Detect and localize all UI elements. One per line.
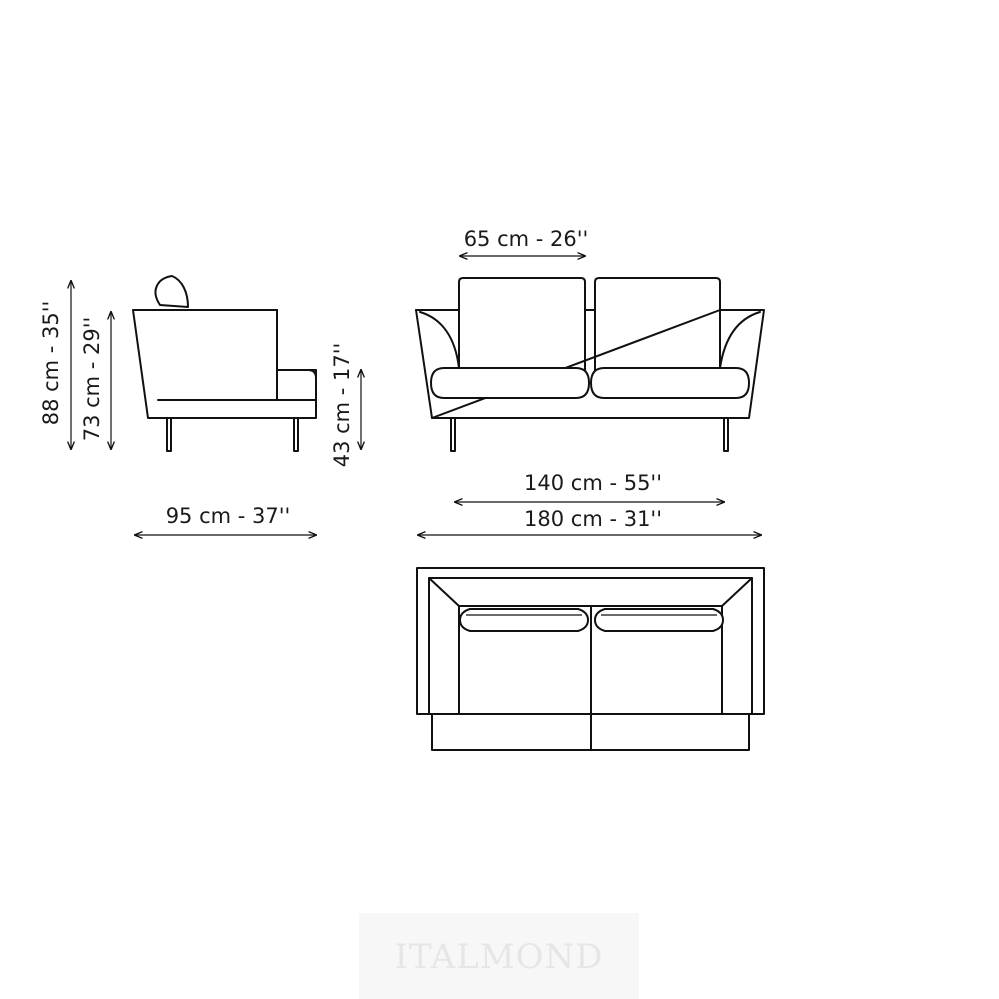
top-view	[416, 567, 765, 751]
side-leg-back	[293, 417, 299, 452]
label-front-cushion-width: 65 cm - 26''	[464, 227, 589, 251]
front-back-cushion-left	[458, 277, 586, 371]
watermark: ITALMOND	[359, 913, 639, 999]
front-arm-left	[415, 309, 460, 419]
top-back-cushion-right	[594, 608, 724, 632]
label-side-height-total: 88 cm - 35''	[39, 301, 63, 426]
side-seat-cushion	[276, 369, 317, 401]
label-side-depth: 95 cm - 37''	[166, 504, 291, 528]
front-seat-cushion-right	[590, 367, 750, 399]
front-view	[415, 277, 765, 452]
dimension-lines	[71, 256, 761, 535]
front-back-cushion-right	[594, 277, 721, 371]
front-arm-right	[719, 311, 761, 369]
label-front-inner-width: 140 cm - 55''	[524, 471, 662, 495]
front-seat-cushion-left	[430, 367, 590, 399]
top-back-cushion-left	[459, 608, 589, 632]
top-arm-left	[428, 577, 460, 715]
front-leg-left	[450, 417, 456, 452]
side-body-outline	[132, 309, 317, 419]
side-view	[132, 275, 317, 452]
front-leg-right	[723, 417, 729, 452]
label-side-seat-height: 43 cm - 17''	[330, 343, 354, 468]
side-leg-front	[166, 417, 172, 452]
watermark-background	[359, 913, 639, 999]
dimension-labels: 88 cm - 35'' 73 cm - 29'' 43 cm - 17'' 9…	[39, 227, 662, 531]
side-headrest	[154, 275, 189, 308]
watermark-text: ITALMOND	[394, 937, 603, 977]
label-front-total-width: 180 cm - 31''	[524, 507, 662, 531]
label-side-height-back: 73 cm - 29''	[80, 317, 104, 442]
top-arm-right	[721, 577, 753, 715]
